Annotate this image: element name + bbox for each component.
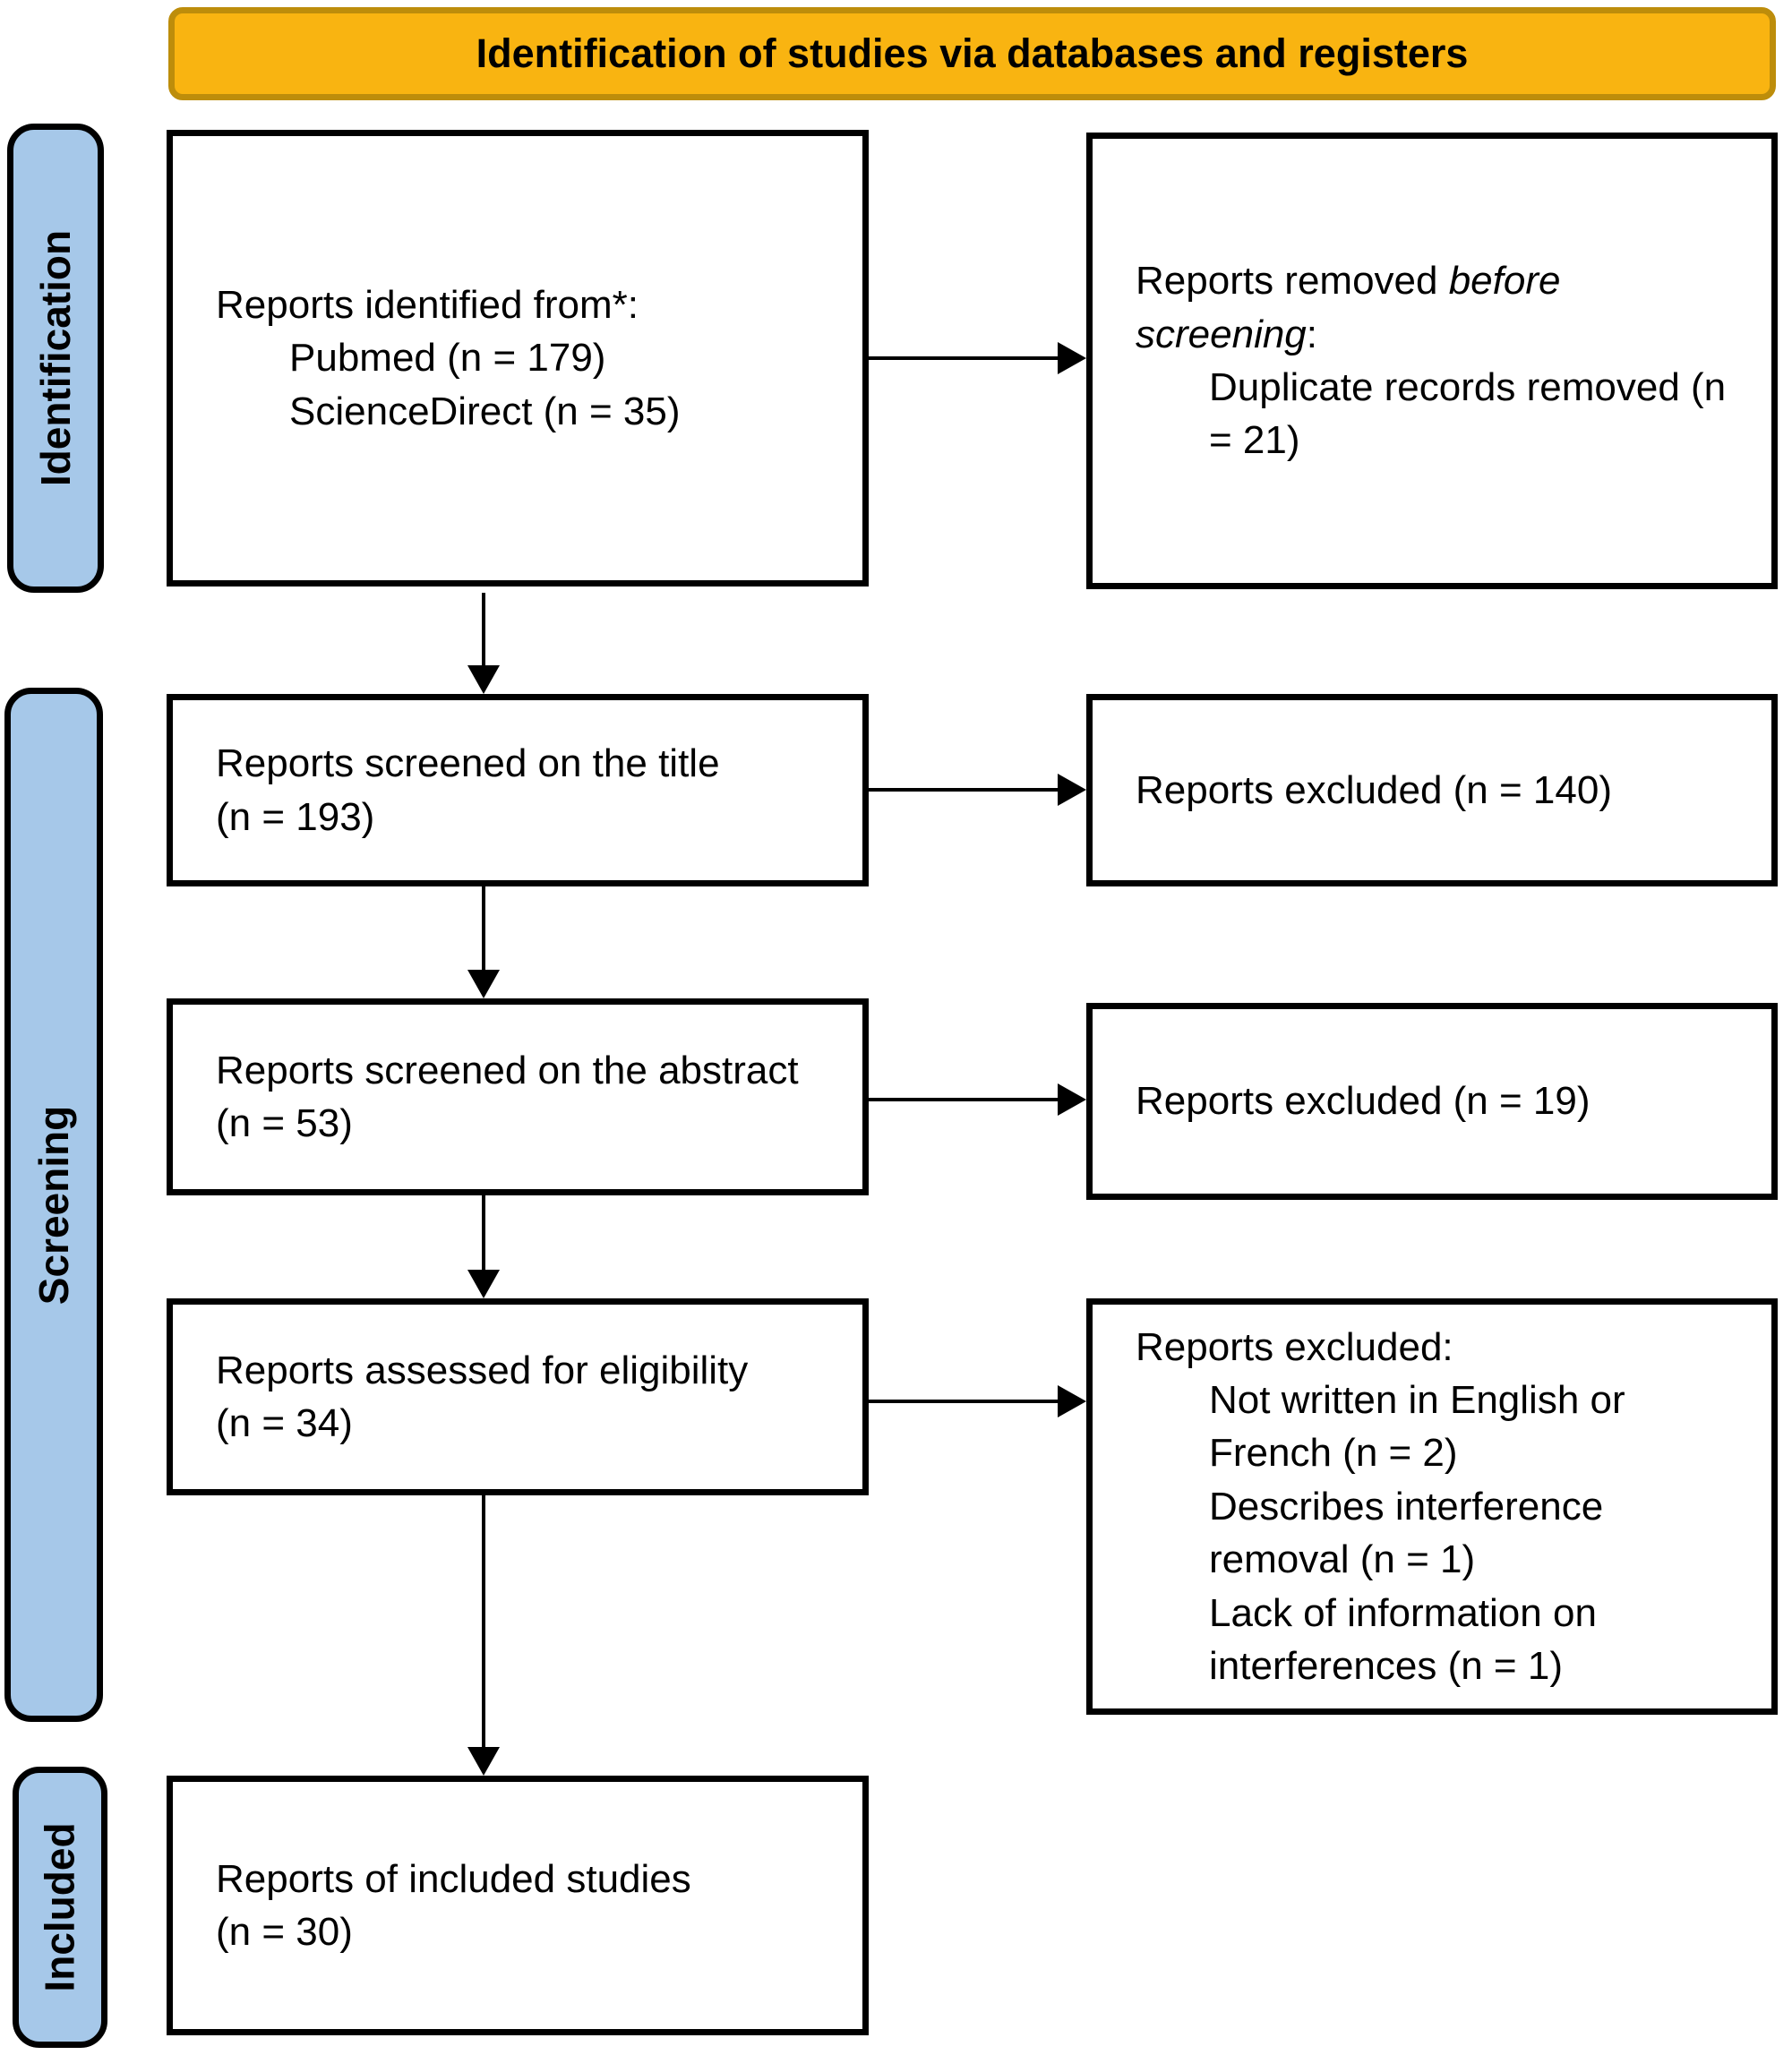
stage-label-included-text: Included: [37, 1822, 83, 1992]
arrow-line: [482, 886, 485, 972]
box-reports-excluded-eligibility: Reports excluded: Not written in English…: [1086, 1298, 1778, 1715]
arrow-head-down-icon: [467, 1270, 500, 1298]
box-reports-screened-abstract-line1: Reports screened on the abstract: [216, 1048, 799, 1092]
box-reports-included-line1: Reports of included studies: [216, 1856, 691, 1901]
arrow-head-down-icon: [467, 1747, 500, 1776]
box-reports-removed-title: Reports removed before screening:: [1136, 254, 1682, 361]
box-reports-excluded-abstract-screen-text: Reports excluded (n = 19): [1136, 1079, 1591, 1124]
arrow-line: [482, 1495, 485, 1749]
stage-label-included: Included: [13, 1767, 107, 2048]
arrow-head-right-icon: [1058, 774, 1086, 806]
box-reports-screened-abstract: Reports screened on the abstract (n = 53…: [167, 998, 869, 1195]
box-reports-screened-title: Reports screened on the title (n = 193): [167, 694, 869, 886]
box-reports-removed-item-duplicates: Duplicate records removed (n = 21): [1209, 365, 1727, 463]
arrow-head-right-icon: [1058, 342, 1086, 374]
box-reports-included-line2: (n = 30): [216, 1910, 353, 1954]
box-reports-removed-before-screening: Reports removed before screening: Duplic…: [1086, 133, 1778, 589]
flow-title-banner: Identification of studies via databases …: [168, 7, 1776, 100]
box-reports-excluded-abstract-screen: Reports excluded (n = 19): [1086, 1003, 1778, 1200]
arrow-line: [869, 788, 1059, 792]
arrow-line: [482, 1195, 485, 1272]
box-reports-excluded-title-screen: Reports excluded (n = 140): [1086, 694, 1778, 886]
box-reports-identified-item-sciencedirect: ScienceDirect (n = 35): [289, 389, 681, 433]
arrow-head-down-icon: [467, 665, 500, 694]
box-reports-assessed-eligibility: Reports assessed for eligibility (n = 34…: [167, 1298, 869, 1495]
removed-title-italic: before screening: [1136, 259, 1561, 356]
box-reports-excluded-eligibility-item-interference-removal: Describes interference removal (n = 1): [1209, 1484, 1604, 1582]
arrow-head-down-icon: [467, 970, 500, 998]
arrow-head-right-icon: [1058, 1083, 1086, 1116]
box-reports-identified-item-pubmed: Pubmed (n = 179): [289, 336, 606, 381]
box-reports-excluded-eligibility-title: Reports excluded:: [1136, 1324, 1453, 1369]
arrow-line: [869, 356, 1059, 360]
arrow-line: [482, 593, 485, 667]
box-reports-assessed-eligibility-line1: Reports assessed for eligibility: [216, 1348, 749, 1392]
box-reports-identified: Reports identified from*: Pubmed (n = 17…: [167, 130, 869, 587]
removed-title-suffix: :: [1306, 312, 1318, 356]
box-reports-excluded-eligibility-item-language: Not written in English or French (n = 2): [1209, 1378, 1625, 1476]
stage-label-identification-text: Identification: [32, 229, 80, 487]
box-reports-excluded-eligibility-item-lack-info: Lack of information on interferences (n …: [1209, 1590, 1597, 1688]
box-reports-screened-title-line1: Reports screened on the title: [216, 741, 720, 786]
box-reports-screened-title-line2: (n = 193): [216, 794, 375, 839]
arrow-line: [869, 1400, 1059, 1403]
stage-label-identification: Identification: [7, 124, 104, 593]
removed-title-prefix: Reports removed: [1136, 259, 1449, 304]
stage-label-screening: Screening: [4, 688, 103, 1722]
box-reports-screened-abstract-line2: (n = 53): [216, 1101, 353, 1145]
arrow-head-right-icon: [1058, 1385, 1086, 1417]
arrow-line: [869, 1098, 1059, 1101]
stage-label-screening-text: Screening: [30, 1105, 78, 1305]
box-reports-excluded-title-screen-text: Reports excluded (n = 140): [1136, 767, 1612, 812]
box-reports-assessed-eligibility-line2: (n = 34): [216, 1401, 353, 1445]
box-reports-included: Reports of included studies (n = 30): [167, 1776, 869, 2035]
flow-title: Identification of studies via databases …: [476, 30, 1469, 76]
box-reports-identified-title: Reports identified from*:: [216, 282, 639, 327]
